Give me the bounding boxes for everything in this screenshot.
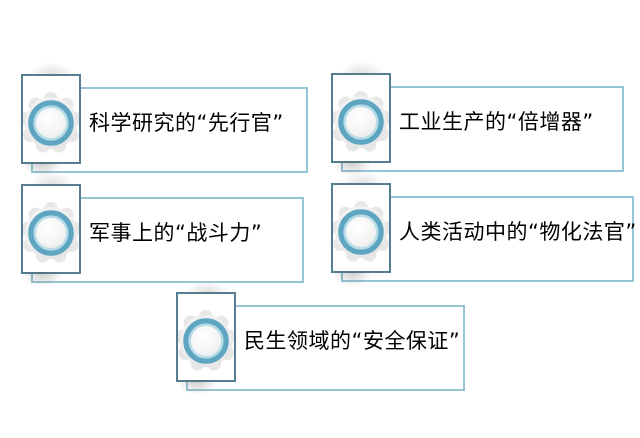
gear-ring-icon (23, 186, 79, 272)
gear-ring-icon (23, 76, 79, 162)
gear-icon-box (331, 61, 391, 176)
feature-label: 军事上的“战斗力” (89, 221, 263, 246)
gear-ring-icon (333, 185, 389, 271)
gear-shadow-top (184, 280, 230, 294)
feature-label: 人类活动中的“物化法官” (399, 220, 637, 245)
gear-shadow-top (339, 61, 385, 75)
gear-shadow-bottom (335, 271, 373, 286)
gear-shadow-top (29, 62, 75, 76)
gear-ring-icon (333, 75, 389, 161)
feature-label: 工业生产的“倍增器” (399, 110, 594, 135)
feature-label: 民生领域的“安全保证” (244, 329, 461, 354)
gear-shadow-top (339, 171, 385, 185)
gear-icon-box (21, 172, 81, 287)
gear-shadow-top (29, 172, 75, 186)
gear-icon-box (176, 280, 236, 395)
gear-shadow-bottom (25, 272, 63, 287)
gear-icon-box (331, 171, 391, 286)
gear-shadow-bottom (25, 162, 63, 177)
gear-ring-icon (178, 294, 234, 380)
gear-shadow-bottom (180, 380, 218, 395)
gear-shadow-bottom (335, 161, 373, 176)
feature-label: 科学研究的“先行官” (89, 111, 284, 136)
gear-icon-box (21, 62, 81, 177)
